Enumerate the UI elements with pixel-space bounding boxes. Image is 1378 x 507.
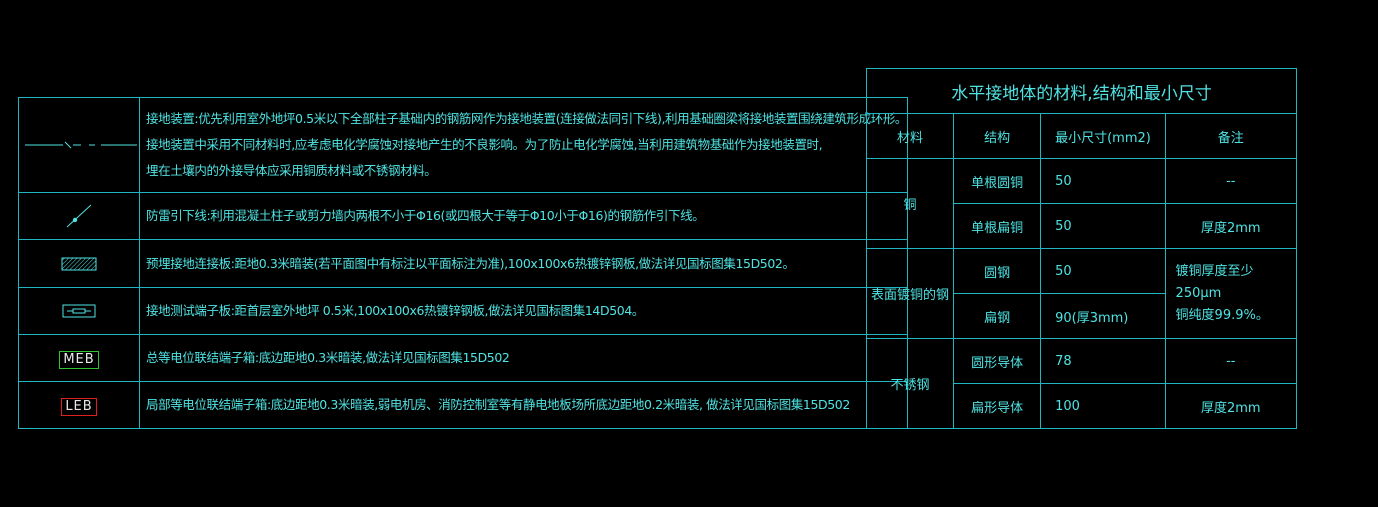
leb-symbol-label: LEB — [61, 397, 97, 416]
structure-cell: 圆钢 — [953, 248, 1042, 294]
materials-table-title: 水平接地体的材料,结构和最小尺寸 — [866, 68, 1297, 114]
header-note: 备注 — [1164, 113, 1298, 159]
legend-symbol-cell: MEB — [18, 334, 140, 382]
size-cell: 50 — [1040, 203, 1166, 249]
legend-symbol-cell — [18, 239, 140, 288]
grounding-line-symbol-icon — [25, 141, 137, 149]
table-row: 表面镀铜的钢 圆钢 50 镀铜厚度至少250μm 铜纯度99.9%。 — [865, 248, 1298, 339]
size-cell: 50 — [1040, 248, 1166, 294]
legend-description: 接地装置:优先利用室外地坪0.5米以下全部柱子基础内的钢筋网作为接地装置(连接做… — [138, 97, 909, 193]
down-conductor-symbol-icon — [66, 204, 92, 228]
legend-row: MEB 总等电位联结端子箱:底边距地0.3米暗装,做法详见国标图集15D502 — [18, 334, 909, 382]
structure-cell: 扁形导体 — [953, 383, 1042, 429]
size-cell: 90(厚3mm) — [1040, 293, 1166, 339]
legend-row: 接地测试端子板:距首层室外地坪 0.5米,100x100x6热镀锌钢板,做法详见… — [18, 287, 909, 335]
materials-table: 水平接地体的材料,结构和最小尺寸 材料 结构 最小尺寸(mm2) 备注 铜 单根… — [865, 68, 1298, 429]
structure-cell: 扁钢 — [953, 293, 1042, 339]
note-cell: -- — [1164, 158, 1298, 204]
legend-description: 预埋接地连接板:距地0.3米暗装(若平面图中有标注以平面标注为准),100x10… — [138, 239, 909, 288]
note-line: 镀铜厚度至少250μm — [1175, 263, 1254, 301]
header-min-size: 最小尺寸(mm2) — [1040, 113, 1166, 159]
legend-row: 预埋接地连接板:距地0.3米暗装(若平面图中有标注以平面标注为准),100x10… — [18, 239, 909, 288]
structure-cell: 圆形导体 — [953, 338, 1042, 384]
material-cell: 不锈钢 — [865, 338, 955, 429]
size-cell: 100 — [1040, 383, 1166, 429]
meb-symbol-label: MEB — [59, 350, 99, 369]
note-cell: -- — [1164, 338, 1298, 384]
legend-symbol-cell: LEB — [18, 381, 140, 429]
note-line: 铜纯度99.9%。 — [1175, 307, 1269, 323]
description-line: 接地装置:优先利用室外地坪0.5米以下全部柱子基础内的钢筋网作为接地装置(连接做… — [146, 111, 908, 126]
size-cell: 50 — [1040, 158, 1166, 204]
legend-symbol-cell — [18, 192, 140, 240]
table-row: 扁形导体 100 厚度2mm — [867, 383, 1298, 429]
legend-description: 防雷引下线:利用混凝土柱子或剪力墙内两根不小于Φ16(或四根大于等于Φ10小于Φ… — [138, 192, 909, 240]
test-terminal-symbol-icon — [62, 304, 96, 318]
header-row: 材料 结构 最小尺寸(mm2) 备注 — [865, 113, 1298, 159]
legend-symbol-cell — [18, 287, 140, 335]
legend-description: 总等电位联结端子箱:底边距地0.3米暗装,做法详见国标图集15D502 — [138, 334, 909, 382]
table-row: 不锈钢 圆形导体 78 -- — [865, 338, 1298, 429]
note-cell: 镀铜厚度至少250μm 铜纯度99.9%。 — [1164, 248, 1298, 339]
size-cell: 78 — [1040, 338, 1166, 384]
structure-cell: 单根圆铜 — [953, 158, 1042, 204]
legend-description: 接地测试端子板:距首层室外地坪 0.5米,100x100x6热镀锌钢板,做法详见… — [138, 287, 909, 335]
header-material: 材料 — [865, 113, 955, 159]
header-structure: 结构 — [953, 113, 1042, 159]
table-row: 铜 单根圆铜 50 -- — [865, 158, 1298, 249]
material-cell: 表面镀铜的钢 — [865, 248, 955, 339]
material-cell: 铜 — [865, 158, 955, 249]
legend-description: 局部等电位联结端子箱:底边距地0.3米暗装,弱电机房、消防控制室等有静电地板场所… — [138, 381, 909, 429]
note-cell: 厚度2mm — [1164, 203, 1298, 249]
description-line: 接地装置中采用不同材料时,应考虑电化学腐蚀对接地产生的不良影响。为了防止电化学腐… — [146, 137, 823, 152]
note-cell: 厚度2mm — [1164, 383, 1298, 429]
table-row: 单根扁铜 50 厚度2mm — [867, 203, 1298, 249]
description-line: 埋在土壤内的外接导体应采用铜质材料或不锈钢材料。 — [146, 163, 437, 178]
legend-symbol-cell — [18, 97, 140, 193]
legend-row: LEB 局部等电位联结端子箱:底边距地0.3米暗装,弱电机房、消防控制室等有静电… — [18, 381, 909, 429]
legend-row: 防雷引下线:利用混凝土柱子或剪力墙内两根不小于Φ16(或四根大于等于Φ10小于Φ… — [18, 192, 909, 240]
structure-cell: 单根扁铜 — [953, 203, 1042, 249]
grounding-legend-table: 接地装置:优先利用室外地坪0.5米以下全部柱子基础内的钢筋网作为接地装置(连接做… — [18, 97, 909, 429]
legend-row: 接地装置:优先利用室外地坪0.5米以下全部柱子基础内的钢筋网作为接地装置(连接做… — [18, 97, 909, 193]
embedded-plate-symbol-icon — [61, 257, 97, 270]
